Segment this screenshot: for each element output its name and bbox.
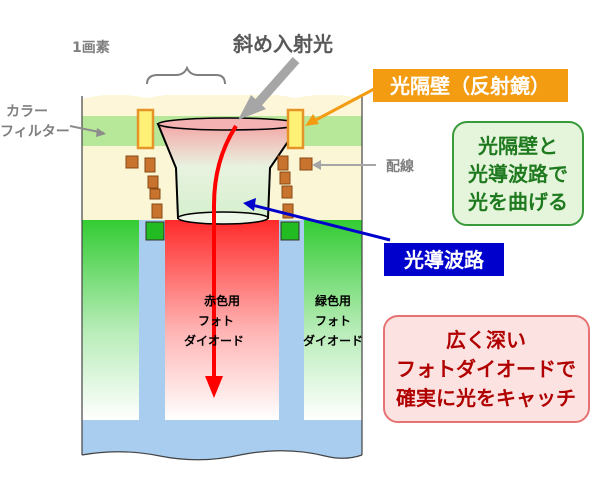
gate-electrode-left xyxy=(145,221,165,241)
pink-callout-box xyxy=(383,315,590,423)
light-guide-label: 光導波路 xyxy=(403,248,485,272)
green-photodiode-left xyxy=(82,220,139,420)
light-barrier-label-bg xyxy=(373,69,568,102)
green-callout-box xyxy=(452,121,584,226)
color-filter-pointer-head xyxy=(96,128,106,137)
red-pd-label-2: フォト xyxy=(198,314,234,328)
green-pd-label-2: フォト xyxy=(315,314,351,328)
one-pixel-label: 1画素 xyxy=(72,39,110,56)
wiring-pointer-head xyxy=(312,160,321,170)
oblique-light-shaft xyxy=(254,57,300,106)
barrier-pointer xyxy=(311,86,377,124)
pink-callout-line-1: 広く深い xyxy=(446,328,526,352)
green-callout-line-2: 光導波路で xyxy=(467,162,568,186)
oblique-light-arrowhead xyxy=(238,95,266,120)
color-filter-label-2: フィルター xyxy=(0,124,70,140)
gate-electrode-right xyxy=(280,221,300,241)
green-pd-label-1: 緑色用 xyxy=(315,293,351,308)
pink-callout-line-2: フォトダイオードで xyxy=(396,357,576,381)
light-guide-label-bg xyxy=(384,243,504,276)
color-filter-label-1: カラー xyxy=(6,104,48,120)
incident-light-path xyxy=(212,124,238,378)
guide-pointer xyxy=(251,203,391,242)
wiring-label: 配線 xyxy=(386,158,414,175)
light-guide-top-rim xyxy=(157,117,301,131)
barrier-pointer-head xyxy=(305,114,319,126)
pixel-brace xyxy=(146,65,226,85)
substrate-bottom-cut xyxy=(82,450,362,499)
red-pd-label-3: ダイオード xyxy=(184,333,244,348)
green-callout-line-1: 光隔壁と xyxy=(477,134,558,158)
red-photodiode xyxy=(165,220,279,420)
incident-light-arrowhead xyxy=(205,376,223,398)
green-pd-label-3: ダイオード xyxy=(303,333,363,348)
oblique-light-label: 斜め入射光 xyxy=(232,32,333,56)
green-photodiode-right xyxy=(304,220,362,420)
micro-lens-layer xyxy=(82,95,362,118)
light-barrier-left xyxy=(136,108,155,150)
device-cross-section xyxy=(82,95,362,495)
light-barrier-label: 光隔壁（反射鏡） xyxy=(389,74,550,98)
substrate-bottom-line xyxy=(81,450,363,461)
guide-pointer-head xyxy=(243,198,256,211)
green-callout-line-3: 光を曲げる xyxy=(467,190,568,214)
pink-callout-line-3: 確実に光をキャッチ xyxy=(396,386,576,410)
light-guide-bottom-rim xyxy=(177,211,269,225)
light-barrier-right xyxy=(286,108,305,150)
red-pd-label-1: 赤色用 xyxy=(204,293,240,308)
wiring-blocks xyxy=(125,155,313,219)
